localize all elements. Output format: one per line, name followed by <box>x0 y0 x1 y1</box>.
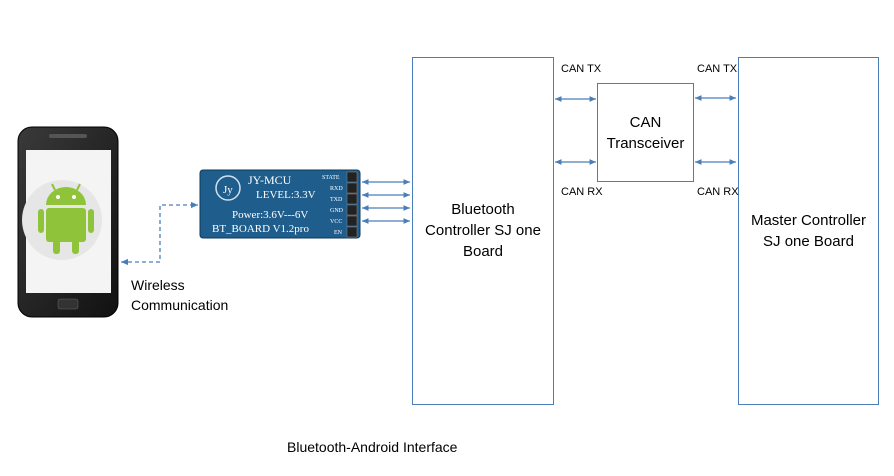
bt-pin-label-gnd: GND <box>330 208 344 214</box>
bt-pin-label-en: EN <box>334 230 343 236</box>
can-rx-right-label: CAN RX <box>697 186 739 198</box>
master-controller-box <box>738 57 879 405</box>
bt-pin-header <box>346 171 358 238</box>
wireless-communication-label: Wireless Communication <box>131 275 228 315</box>
bluetooth-controller-box <box>412 57 554 405</box>
can-tx-right-label: CAN TX <box>697 63 738 75</box>
module-to-controller-arrows <box>362 179 410 224</box>
bt-module-level: LEVEL:3.3V <box>256 189 316 201</box>
bt-pin-label-txd: TXD <box>330 197 343 203</box>
can-tx-left-label: CAN TX <box>561 63 602 75</box>
bt-pin-label-rxd: RXD <box>330 186 343 192</box>
can-transceiver-label-line1: CAN <box>629 114 662 131</box>
bt-pin-label-vcc: VCC <box>330 219 342 225</box>
wireless-label-line1: Wireless <box>131 277 185 293</box>
bt-pin-label-state: STATE <box>322 175 340 181</box>
can-bus-arrows <box>555 95 736 165</box>
master-controller-label-line1: Master Controller <box>750 212 867 229</box>
can-transceiver-label: CAN Transceiver <box>597 112 694 154</box>
diagram-caption: Bluetooth-Android Interface <box>287 439 458 455</box>
bt-module-power: Power:3.6V---6V <box>232 209 308 221</box>
bt-module-logo-text: Jy <box>223 184 233 196</box>
can-transceiver-label-line2: Transceiver <box>606 135 685 152</box>
wireless-label-line2: Communication <box>131 297 229 313</box>
master-controller-label: Master Controller SJ one Board <box>738 210 879 252</box>
bluetooth-controller-label-line2: Controller SJ one <box>425 222 541 239</box>
bt-module-name: JY-MCU <box>248 173 292 187</box>
android-logo-icon <box>38 183 94 254</box>
bluetooth-controller-label-line3: Board <box>462 243 504 260</box>
bt-module-board: BT_BOARD V1.2pro <box>212 223 309 235</box>
wireless-link-arrow <box>121 201 198 266</box>
master-controller-label-line2: SJ one Board <box>763 233 854 250</box>
bluetooth-module: Jy JY-MCU LEVEL:3.3V Power:3.6V---6V BT_… <box>199 169 361 239</box>
bluetooth-controller-label: Bluetooth Controller SJ one Board <box>412 199 554 262</box>
can-transceiver-box <box>597 83 694 182</box>
can-rx-left-label: CAN RX <box>561 186 603 198</box>
smartphone-icon <box>17 126 119 318</box>
bluetooth-controller-label-line1: Bluetooth <box>451 201 515 218</box>
